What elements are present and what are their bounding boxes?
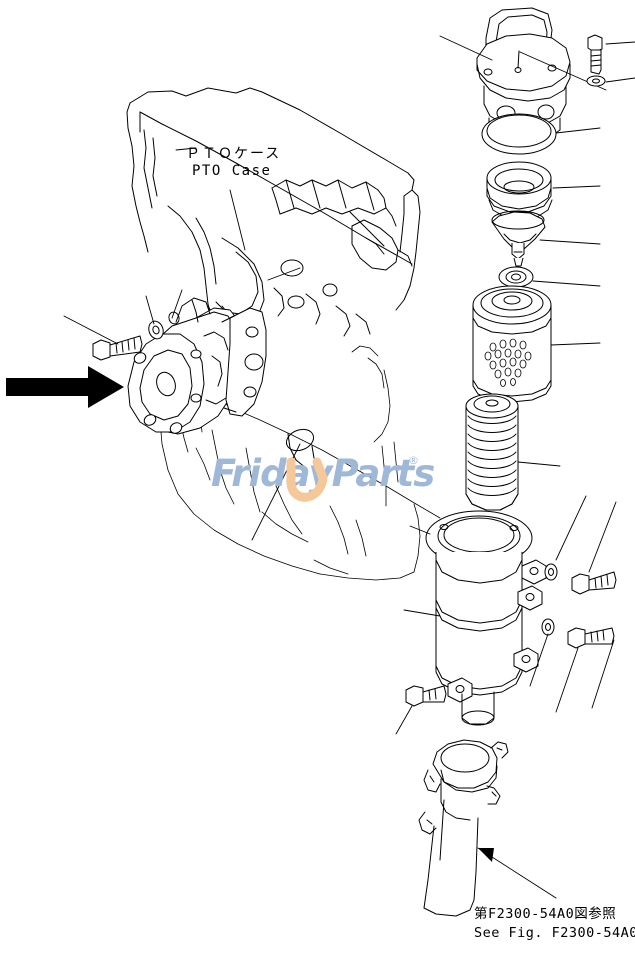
filter-housing — [425, 510, 547, 726]
cap-washer — [586, 75, 606, 87]
suction-tube — [418, 739, 509, 917]
mounting-bolt-left — [92, 335, 143, 361]
return-spring — [465, 393, 519, 511]
valve-cone — [491, 210, 546, 267]
pto-case-outline — [126, 87, 441, 581]
reference-note-jp: 第F2300-54A0図参照 — [474, 906, 617, 922]
pto-case-label-en: PTO Case — [192, 163, 272, 179]
o-ring — [481, 113, 557, 155]
housing-bolts — [405, 563, 617, 707]
pto-case-label-jp: ＰＴＯケース — [186, 146, 282, 162]
bellows-seal — [486, 161, 553, 221]
mounting-washer-left — [148, 320, 164, 340]
pto-pump-assembly — [127, 297, 267, 435]
cap-bolt — [587, 34, 603, 75]
filter-cap — [476, 7, 571, 143]
reference-note: 第F2300-54A0図参照 See Fig. F2300-54A0 — [474, 905, 635, 943]
reference-note-en: See Fig. F2300-54A0 — [474, 925, 635, 941]
